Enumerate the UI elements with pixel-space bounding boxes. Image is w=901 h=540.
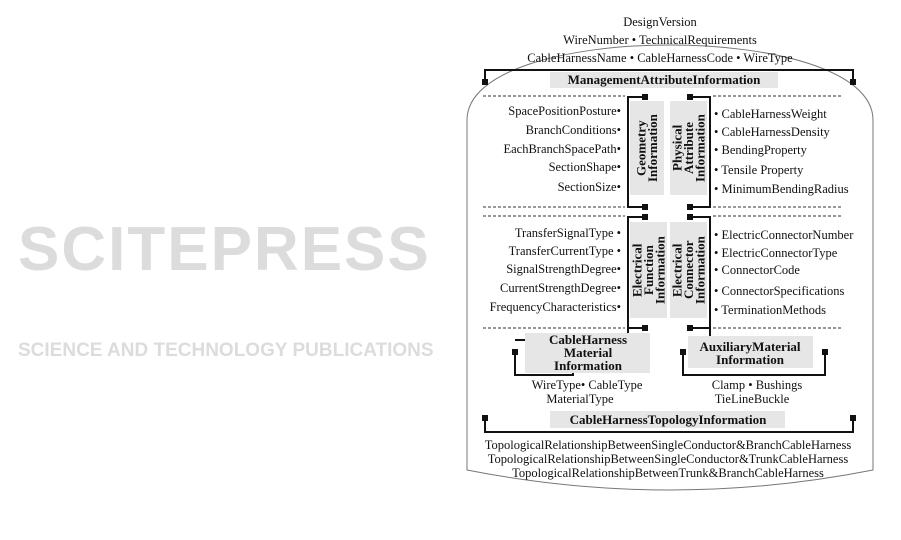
top-line-2: WireNumber • TechnicalRequirements bbox=[563, 33, 757, 47]
physical-item: • BendingProperty bbox=[714, 143, 807, 157]
physical-item: • MinimumBendingRadius bbox=[714, 182, 849, 196]
electrical-connector-item: • ConnectorSpecifications bbox=[714, 284, 845, 298]
top-line-3: CableHarnessName • CableHarnessCode • Wi… bbox=[527, 51, 793, 65]
geometry-item: BranchConditions• bbox=[525, 123, 621, 137]
geometry-title: Geometry Information bbox=[630, 101, 664, 195]
geometry-item: SectionSize• bbox=[557, 180, 621, 194]
geometry-item: SpacePositionPosture• bbox=[508, 104, 621, 118]
material-line-2: MaterialType bbox=[546, 392, 614, 406]
topology-item: TopologicalRelationshipBetweenTrunk&Bran… bbox=[512, 466, 824, 480]
electrical-function-item: TransferCurrentType • bbox=[508, 244, 621, 258]
material-line-1: WireType• CableType bbox=[531, 378, 643, 392]
electrical-connector-item: • TerminationMethods bbox=[714, 303, 826, 317]
physical-title: Physical Attribute Information bbox=[670, 101, 707, 195]
electrical-connector-item: • ConnectorCode bbox=[714, 263, 800, 277]
electrical-connector-title: Electrical Connector Information bbox=[670, 222, 707, 318]
topology-item: TopologicalRelationshipBetweenSingleCond… bbox=[484, 438, 852, 452]
electrical-connector-item: • ElectricConnectorNumber bbox=[714, 228, 854, 242]
electrical-function-item: TransferSignalType • bbox=[514, 226, 621, 240]
electrical-function-title: Electrical Function Information bbox=[630, 222, 667, 318]
watermark-main: SCITEPRESS bbox=[18, 215, 431, 284]
management-title: ManagementAttributeInformation bbox=[567, 72, 761, 87]
physical-item: • CableHarnessWeight bbox=[714, 107, 827, 121]
auxiliary-line-1: Clamp • Bushings bbox=[711, 378, 803, 392]
electrical-connector-item: • ElectricConnectorType bbox=[714, 246, 838, 260]
design-version: DesignVersion bbox=[623, 15, 697, 29]
physical-item: • CableHarnessDensity bbox=[714, 125, 830, 139]
geometry-item: EachBranchSpacePath• bbox=[503, 142, 621, 156]
electrical-function-item: SignalStrengthDegree• bbox=[506, 262, 621, 276]
auxiliary-title: AuxiliaryMaterial Information bbox=[699, 339, 801, 367]
material-title: CableHarness Material Information bbox=[549, 332, 627, 373]
watermark-sub: SCIENCE AND TECHNOLOGY PUBLICATIONS bbox=[18, 340, 434, 361]
topology-item: TopologicalRelationshipBetweenSingleCond… bbox=[487, 452, 849, 466]
electrical-function-item: CurrentStrengthDegree• bbox=[499, 281, 621, 295]
electrical-function-item: FrequencyCharacteristics• bbox=[489, 300, 621, 314]
geometry-item: SectionShape• bbox=[548, 160, 621, 174]
topology-title: CableHarnessTopologyInformation bbox=[569, 412, 767, 427]
auxiliary-line-2: TieLineBuckle bbox=[714, 392, 790, 406]
physical-item: • Tensile Property bbox=[714, 163, 804, 177]
